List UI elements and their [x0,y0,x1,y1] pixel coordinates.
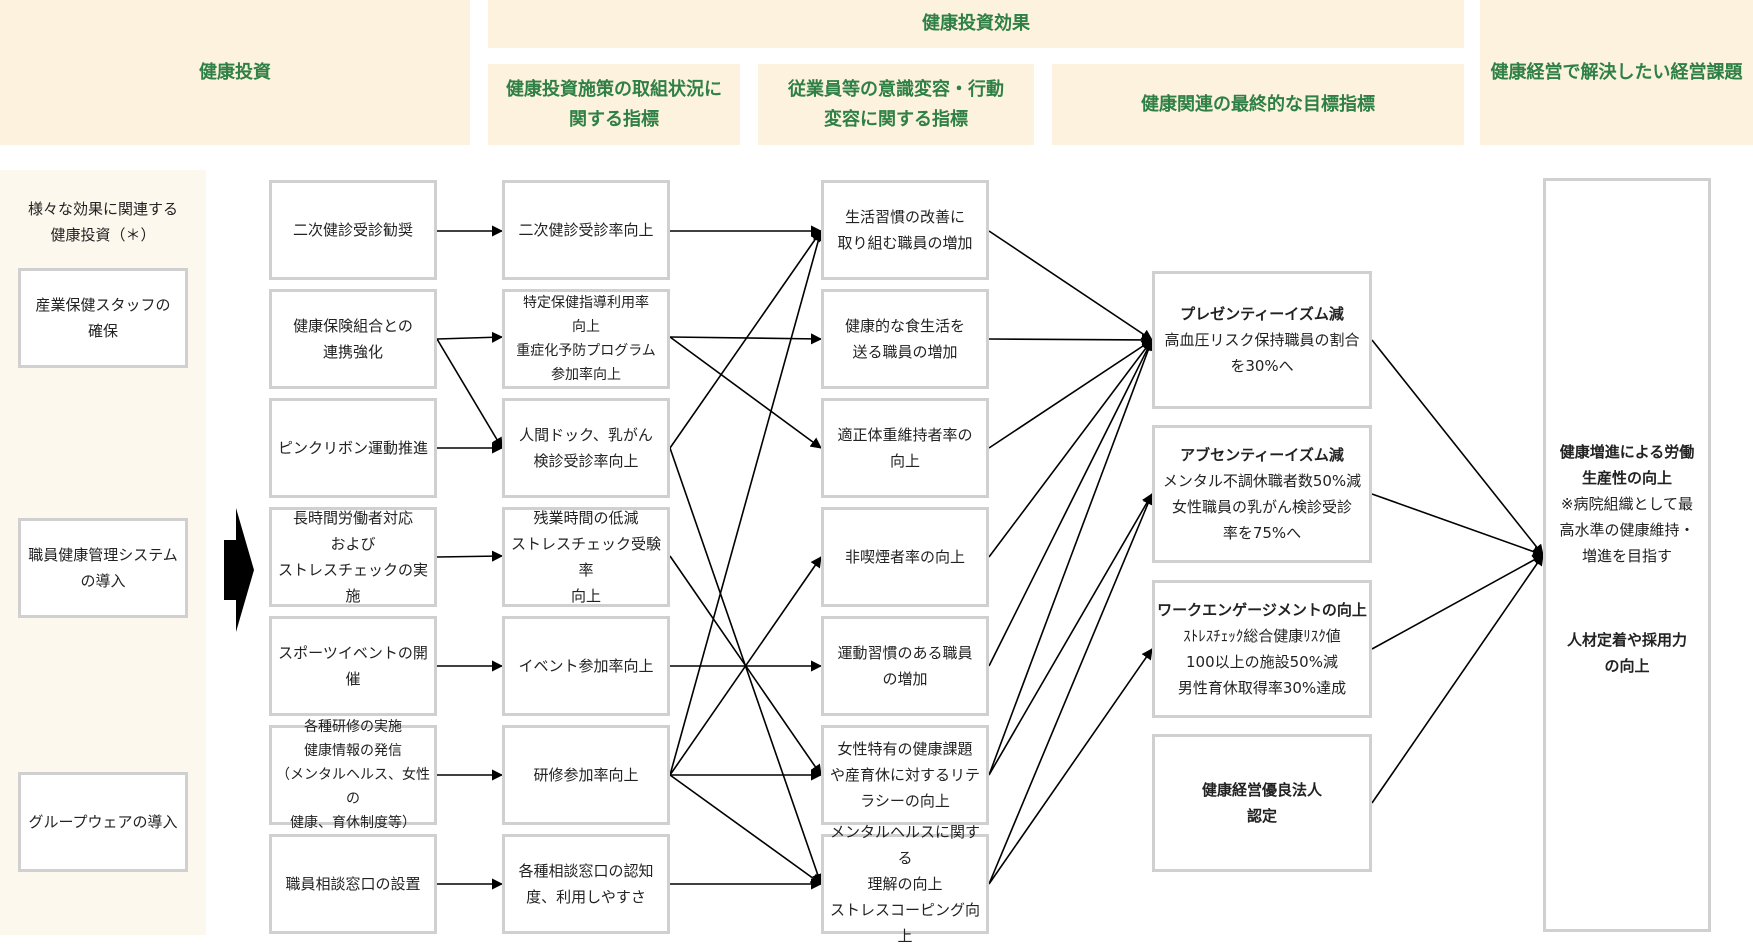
header-investment: 健康投資 [0,0,470,145]
measure-box: 研修参加率向上 [502,725,670,825]
measure-box: イベント参加率向上 [502,616,670,716]
issue-retention-title: 人材定着や採用力 の向上 [1566,631,1687,675]
investment-box: 職員相談窓口の設置 [269,834,437,934]
measure-box: 特定保健指導利用率 向上 重症化予防プログラム 参加率向上 [502,289,670,389]
final-goal-presenteeism: プレゼンティーイズム減 高血圧リスク保持職員の割合 を30%へ [1152,271,1372,409]
awareness-box: 適正体重維持者率の 向上 [821,398,989,498]
connector-arrow [988,648,1153,885]
connector-arrow [669,336,822,449]
big-right-arrow-icon [224,508,254,632]
measure-box: 残業時間の低減 ストレスチェック受験率 向上 [502,507,670,607]
final-goal-certification: 健康経営優良法人 認定 [1152,734,1372,872]
left-item-groupware: グループウェアの導入 [18,772,188,872]
header-issues: 健康経営で解決したい経営課題 [1480,0,1753,145]
connector-arrow [669,774,822,885]
connector-arrow [988,493,1153,776]
investment-box: 健康保険組合との 連携強化 [269,289,437,389]
awareness-box: 健康的な食生活を 送る職員の増加 [821,289,989,389]
header-measures: 健康投資施策の取組状況に 関する指標 [488,64,740,145]
left-item-staff: 産業保健スタッフの 確保 [18,268,188,368]
issue-productivity-note: ※病院組織として最 高水準の健康維持・ 増進を目指す [1559,495,1695,565]
left-panel-caption: 様々な効果に関連する 健康投資（＊） [27,200,178,244]
connector-arrow [1371,554,1544,804]
final-goal-body: 高血圧リスク保持職員の割合 を30%へ [1164,331,1360,375]
connector-arrow [436,550,504,562]
header-effects: 健康投資効果 [488,0,1464,48]
final-goal-title: ワークエンゲージメントの向上 [1157,601,1367,619]
header-awareness: 従業員等の意識変容・行動 変容に関する指標 [758,64,1034,145]
investment-box: 二次健診受診勧奨 [269,180,437,280]
connector-arrow [988,338,1154,776]
measure-box: 各種相談窓口の認知 度、利用しやすさ [502,834,670,934]
measure-box: 二次健診受診率向上 [502,180,670,280]
investment-box: 長時間労働者対応 および ストレスチェックの実施 [269,507,437,607]
connector-arrow [988,339,1153,558]
connector-arrow [669,229,824,776]
awareness-box: 非喫煙者率の向上 [821,507,989,607]
final-goal-title: 健康経営優良法人 認定 [1201,781,1322,825]
final-goal-absenteeism: アブセンティーイズム減 メンタル不調休職者数50%減 女性職員の乳がん検診受診 … [1152,425,1372,563]
connector-arrow [988,230,1153,341]
connector-arrow [669,230,822,449]
connector-arrow [669,333,823,345]
connector-arrow [1371,493,1545,557]
connector-arrow [436,338,503,449]
investment-box: 各種研修の実施 健康情報の発信 （メンタルヘルス、女性の 健康、育休制度等） [269,719,437,831]
investment-box: ピンクリボン運動推進 [269,398,437,498]
awareness-box: 女性特有の健康課題 や産育休に対するリテ ラシーの向上 [821,725,989,825]
awareness-box: 生活習慣の改善に 取り組む職員の増加 [821,180,989,280]
awareness-box: 運動習慣のある職員 の増加 [821,616,989,716]
connector-arrow [1371,554,1544,650]
connector-arrow [436,331,504,343]
connector-arrow [988,339,1153,449]
header-final-goals: 健康関連の最終的な目標指標 [1052,64,1464,145]
final-goal-engagement: ワークエンゲージメントの向上 ｽﾄﾚｽﾁｪｯｸ総合健康ﾘｽｸ値 100以上の施設… [1152,580,1372,718]
awareness-box: メンタルヘルスに関する 理解の向上 ストレスコーピング向上 [821,823,989,945]
left-item-health-system: 職員健康管理システム の導入 [18,518,188,618]
final-goal-body: メンタル不調休職者数50%減 女性職員の乳がん検診受診 率を75%へ [1162,472,1362,542]
connector-arrow [988,338,1153,667]
final-goal-title: アブセンティーイズム減 [1180,446,1344,464]
measure-box: 人間ドック、乳がん 検診受診率向上 [502,398,670,498]
connector-arrow [988,334,1154,346]
final-goal-title: プレゼンティーイズム減 [1180,305,1344,323]
investment-box: スポーツイベントの開催 [269,616,437,716]
final-goal-body: ｽﾄﾚｽﾁｪｯｸ総合健康ﾘｽｸ値 100以上の施設50%減 男性育休取得率30%… [1177,627,1347,697]
management-issues-box: 健康増進による労働 生産性の向上 ※病院組織として最 高水準の健康維持・ 増進を… [1543,178,1711,932]
connector-arrow [669,556,822,776]
connector-arrow [1371,339,1544,556]
connector-arrow [988,492,1154,885]
issue-productivity-title: 健康増進による労働 生産性の向上 [1559,443,1695,487]
